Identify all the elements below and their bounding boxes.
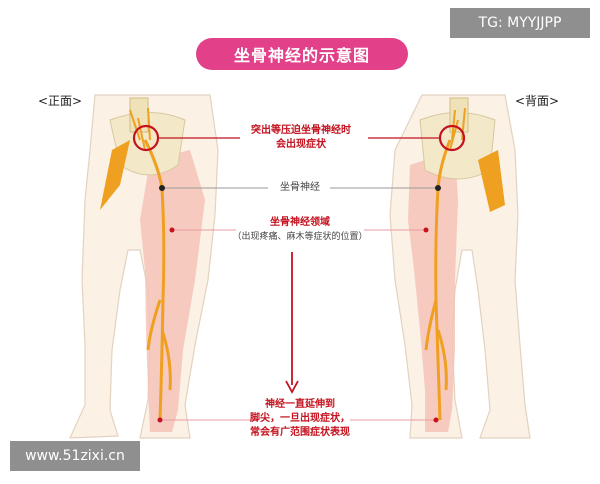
back-sciatic-nerve (424, 139, 452, 421)
diagram-title: 坐骨神经的示意图 (196, 38, 408, 70)
back-nerve-marker (435, 185, 441, 191)
extend-arrow-head (285, 380, 299, 394)
front-foot-marker (157, 417, 163, 423)
front-body (69, 94, 219, 439)
extend-line-2: 脚尖，一旦出现症状， (250, 413, 350, 424)
front-nerve-root (129, 107, 151, 151)
compression-line-1: 突出等压迫坐骨神经时 (251, 125, 351, 136)
extend-annotation: 神经一直延伸到 脚尖，一旦出现症状， 常会有广范围症状表现 (240, 398, 360, 440)
front-pain-region (140, 150, 205, 432)
extend-line-3: 常会有广范围症状表现 (250, 427, 350, 438)
territory-subtitle: （出现疼痛、麻木等症状的位置） (232, 232, 368, 242)
watermark-top: TG: MYYJJPP (450, 8, 590, 38)
back-territory-marker (423, 227, 429, 233)
back-body (389, 94, 531, 439)
watermark-bottom: www.51zixi.cn (10, 441, 140, 471)
nerve-label: 坐骨神经 (280, 182, 320, 193)
back-piriformis-muscle (478, 150, 505, 212)
back-foot-marker (433, 417, 439, 423)
territory-annotation: 坐骨神经领域 （出现疼痛、麻木等症状的位置） (232, 216, 368, 244)
compression-line-2: 会出现症状 (276, 139, 326, 150)
front-sciatic-nerve (143, 139, 172, 421)
territory-title: 坐骨神经领域 (270, 217, 330, 228)
front-territory-marker (169, 227, 175, 233)
extend-line-1: 神经一直延伸到 (265, 399, 335, 410)
front-view-label: <正面> (38, 94, 83, 108)
back-view-label: <背面> (515, 94, 560, 108)
front-psoas-muscle (100, 140, 130, 210)
front-nerve-marker (159, 185, 165, 191)
compression-annotation: 突出等压迫坐骨神经时 会出现症状 (236, 124, 366, 152)
